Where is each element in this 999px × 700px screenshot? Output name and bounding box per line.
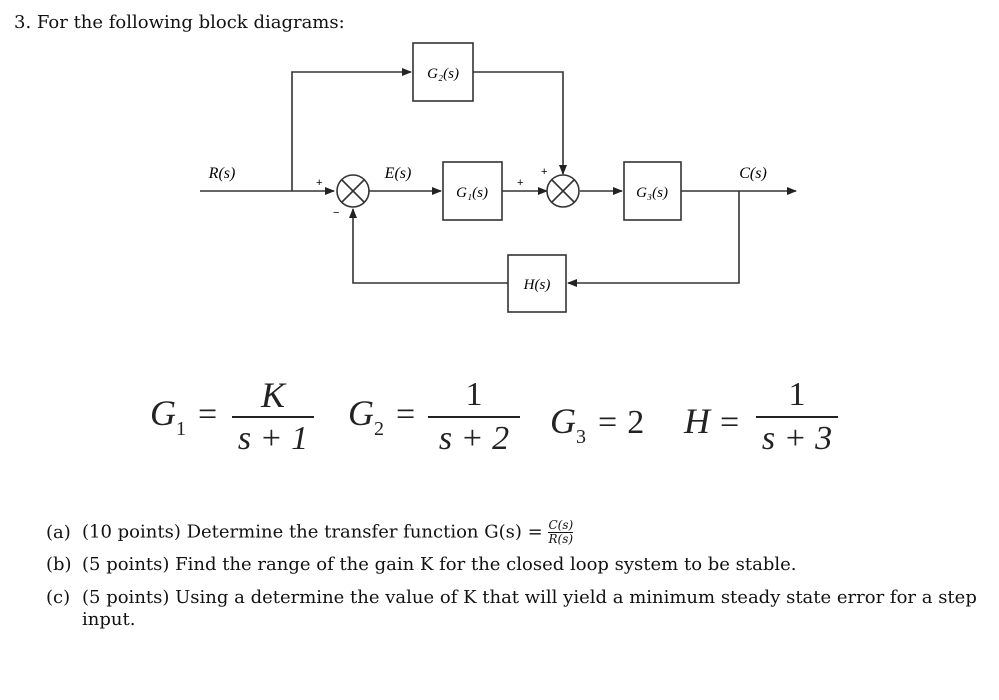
sum1-minus-sign: −	[333, 207, 339, 219]
block-g3-label: G₃(s)	[636, 185, 668, 201]
h-numerator: 1	[788, 376, 806, 413]
summing-junction-1	[336, 174, 370, 208]
sum1-plus-sign: +	[316, 177, 322, 189]
g2-output-line	[473, 71, 567, 175]
block-diagram: G₂(s) G₁(s) G₃(s) H(s) R(s) E(s) C(s) + …	[200, 42, 797, 313]
g2-subscript: 2	[374, 418, 384, 440]
part-a: (a) (10 points) Determine the transfer fu…	[46, 518, 574, 546]
part-c-text-continued: input.	[82, 609, 136, 630]
equation-g1: G1 =	[150, 392, 218, 440]
g2-fraction: 1 s + 2	[428, 376, 520, 458]
output-label: C(s)	[739, 165, 767, 182]
feedback-line	[349, 208, 508, 284]
equation-g3: G3 = 2	[550, 400, 645, 448]
g1-symbol: G	[150, 393, 176, 433]
g1-denominator: s + 1	[237, 420, 309, 457]
g3-equals: =	[598, 404, 618, 441]
sum2-plus-top-sign: +	[541, 166, 547, 178]
g1-fraction: K s + 1	[232, 376, 314, 458]
g1-equals: =	[198, 396, 218, 433]
g3-value: 2	[627, 404, 645, 441]
input-label: R(s)	[208, 165, 236, 182]
block-h-label: H(s)	[523, 277, 551, 293]
h-symbol: H	[684, 401, 710, 441]
error-label: E(s)	[384, 165, 412, 182]
block-g2-label: G₂(s)	[427, 66, 459, 82]
g2-numerator: 1	[465, 376, 483, 413]
part-a-frac-den: R(s)	[548, 532, 574, 546]
block-g3	[623, 161, 682, 221]
part-a-text: (10 points) Determine the transfer funct…	[82, 521, 543, 543]
block-g2	[412, 42, 474, 102]
g1-subscript: 1	[176, 418, 186, 440]
part-c: (c) (5 points) Using a determine the valu…	[46, 587, 977, 631]
g3-subscript: 3	[576, 426, 586, 448]
summing-junction-2	[546, 174, 580, 208]
equation-g2: G2 =	[348, 392, 416, 440]
block-h	[507, 254, 567, 313]
part-a-frac-num: C(s)	[548, 518, 574, 532]
block-g1-label: G₁(s)	[456, 185, 488, 201]
part-c-text: (5 points) Using a determine the value o…	[82, 587, 977, 608]
sum2-plus-left-sign: +	[517, 177, 523, 189]
part-a-tag: (a)	[46, 521, 71, 543]
g3-symbol: G	[550, 401, 576, 441]
question-heading: 3. For the following block diagrams:	[14, 12, 345, 33]
block-g1	[442, 161, 503, 221]
g2-equals: =	[396, 396, 416, 433]
part-a-fraction: C(s) R(s)	[548, 518, 574, 546]
h-denominator: s + 3	[761, 420, 833, 457]
part-b-tag: (b)	[46, 554, 72, 575]
h-fraction: 1 s + 3	[756, 376, 838, 458]
equation-h: H =	[684, 400, 739, 442]
g2-denominator: s + 2	[438, 420, 510, 457]
part-c-tag: (c)	[46, 587, 71, 608]
feedback-return	[567, 191, 740, 287]
g1-numerator: K	[260, 375, 285, 415]
feedforward-branch	[291, 68, 412, 191]
part-b-text: (5 points) Find the range of the gain K …	[82, 554, 797, 575]
g2-symbol: G	[348, 393, 374, 433]
h-equals: =	[720, 404, 740, 441]
part-b: (b) (5 points) Find the range of the gain…	[46, 554, 797, 576]
